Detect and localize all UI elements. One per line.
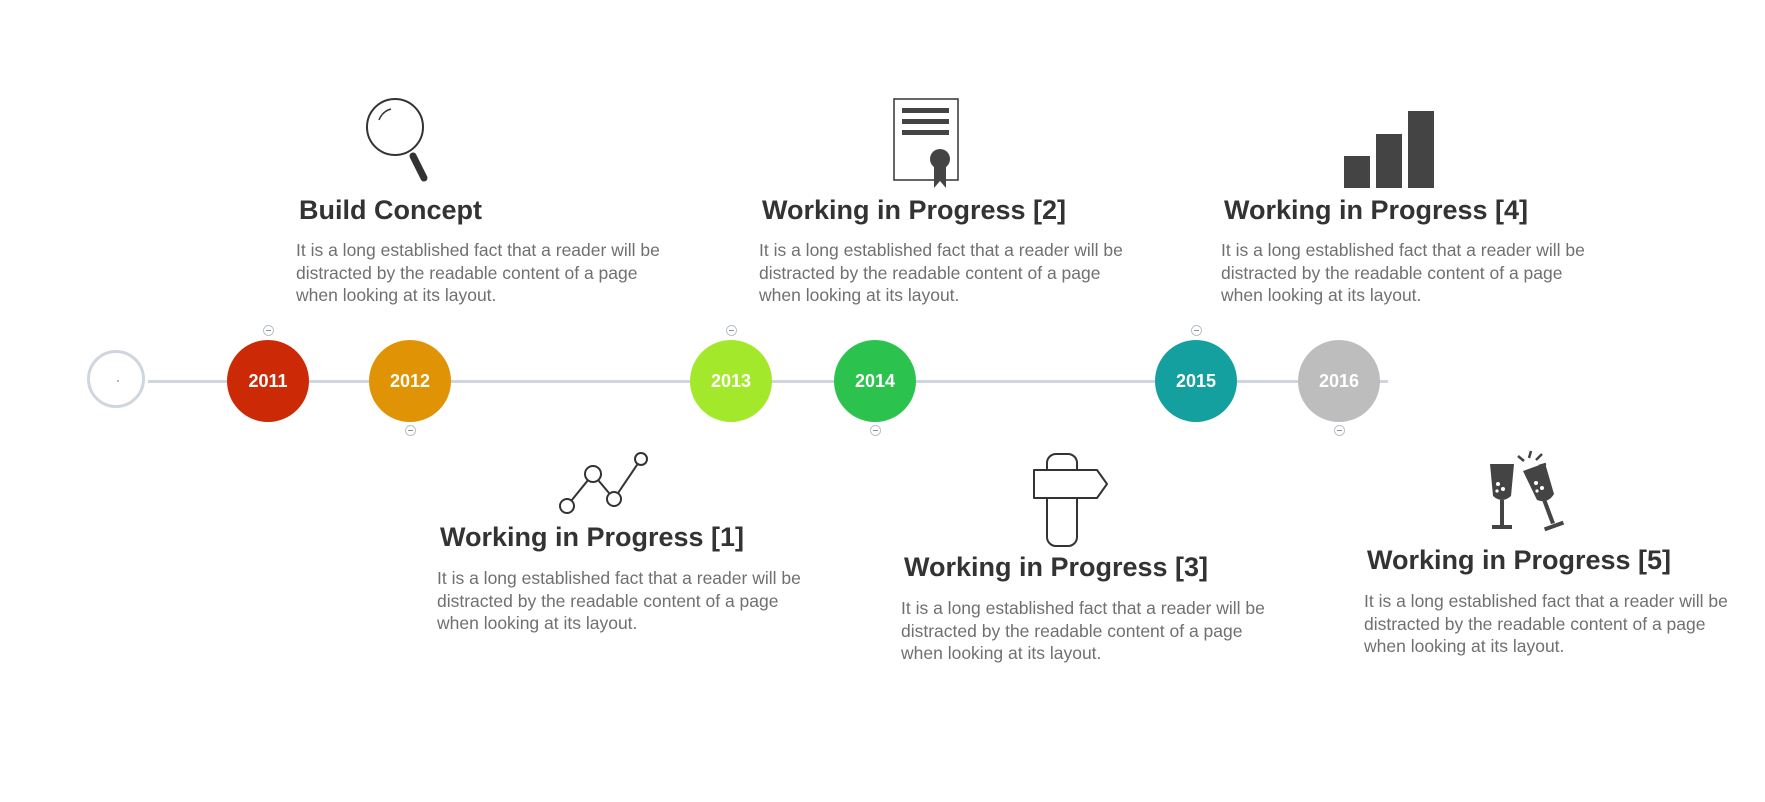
collapse-toggle-2014[interactable] <box>870 425 881 436</box>
year-node-2013[interactable]: 2013 <box>690 340 772 422</box>
milestone-description-progress-1: It is a long established fact that a rea… <box>437 568 801 633</box>
signpost-icon <box>1033 453 1108 547</box>
year-node-2011[interactable]: 2011 <box>227 340 309 422</box>
collapse-toggle-2013[interactable] <box>726 325 737 336</box>
timeline-start-node <box>87 350 145 408</box>
year-node-2012[interactable]: 2012 <box>369 340 451 422</box>
milestone-title-progress-3: Working in Progress [3] <box>904 552 1209 582</box>
champagne-toast-icon <box>1490 450 1565 532</box>
line-graph-icon <box>559 452 648 514</box>
milestone-description-progress-4: It is a long established fact that a rea… <box>1221 240 1585 305</box>
milestone-title-build-concept: Build Concept <box>299 195 482 225</box>
milestone-title-progress-2: Working in Progress [2] <box>762 195 1067 225</box>
bar-chart-icon <box>1344 111 1434 188</box>
certificate-icon <box>893 98 959 188</box>
collapse-toggle-2016[interactable] <box>1334 425 1345 436</box>
milestone-description-progress-5: It is a long established fact that a rea… <box>1364 591 1728 656</box>
milestone-title-progress-4: Working in Progress [4] <box>1224 195 1529 225</box>
start-marker <box>117 380 119 382</box>
magnifier-icon <box>366 98 428 182</box>
collapse-toggle-2011[interactable] <box>263 325 274 336</box>
collapse-toggle-2015[interactable] <box>1191 325 1202 336</box>
milestone-description-build-concept: It is a long established fact that a rea… <box>296 240 660 305</box>
year-node-2014[interactable]: 2014 <box>834 340 916 422</box>
year-node-2016[interactable]: 2016 <box>1298 340 1380 422</box>
milestone-title-progress-1: Working in Progress [1] <box>440 522 745 552</box>
milestone-title-progress-5: Working in Progress [5] <box>1367 545 1672 575</box>
milestone-description-progress-3: It is a long established fact that a rea… <box>901 598 1265 663</box>
collapse-toggle-2012[interactable] <box>405 425 416 436</box>
year-node-2015[interactable]: 2015 <box>1155 340 1237 422</box>
milestone-description-progress-2: It is a long established fact that a rea… <box>759 240 1123 305</box>
